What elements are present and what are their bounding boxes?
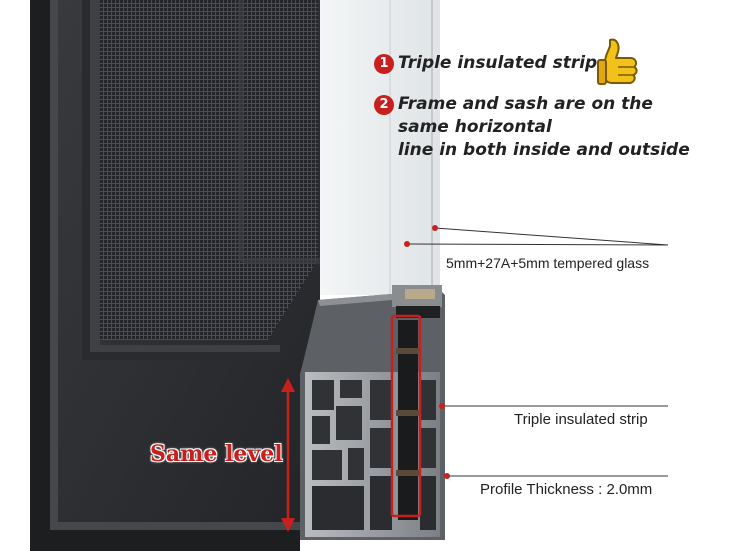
callout-text-2-line-1: Frame and sash are on the bbox=[398, 94, 653, 114]
fly-screen-mesh bbox=[100, 0, 320, 340]
callout-text-2-line-2: same horizontal bbox=[398, 117, 552, 137]
leader-lines bbox=[406, 227, 669, 477]
callout-number-2: 2 bbox=[374, 95, 394, 115]
callout-text-2: Frame and sash are on the same horizonta… bbox=[398, 93, 690, 162]
glass-label: 5mm+27A+5mm tempered glass bbox=[446, 255, 650, 271]
same-level-label: Same level bbox=[150, 441, 283, 467]
callout-text-1: Triple insulated strip, bbox=[398, 53, 604, 73]
callout-number-1: 1 bbox=[374, 54, 394, 74]
thermal-break-highlight bbox=[390, 314, 422, 518]
glass-pane bbox=[318, 0, 440, 295]
thumbs-up-icon bbox=[596, 36, 642, 86]
profile-thickness-label: Profile Thickness : 2.0mm bbox=[480, 481, 653, 498]
callout-text-2-line-3: line in both inside and outside bbox=[398, 140, 690, 160]
profile-cross-section bbox=[300, 285, 445, 540]
leader-dots bbox=[404, 225, 450, 479]
insulated-strip-label: Triple insulated strip bbox=[514, 411, 648, 428]
same-level-arrow bbox=[281, 378, 295, 532]
